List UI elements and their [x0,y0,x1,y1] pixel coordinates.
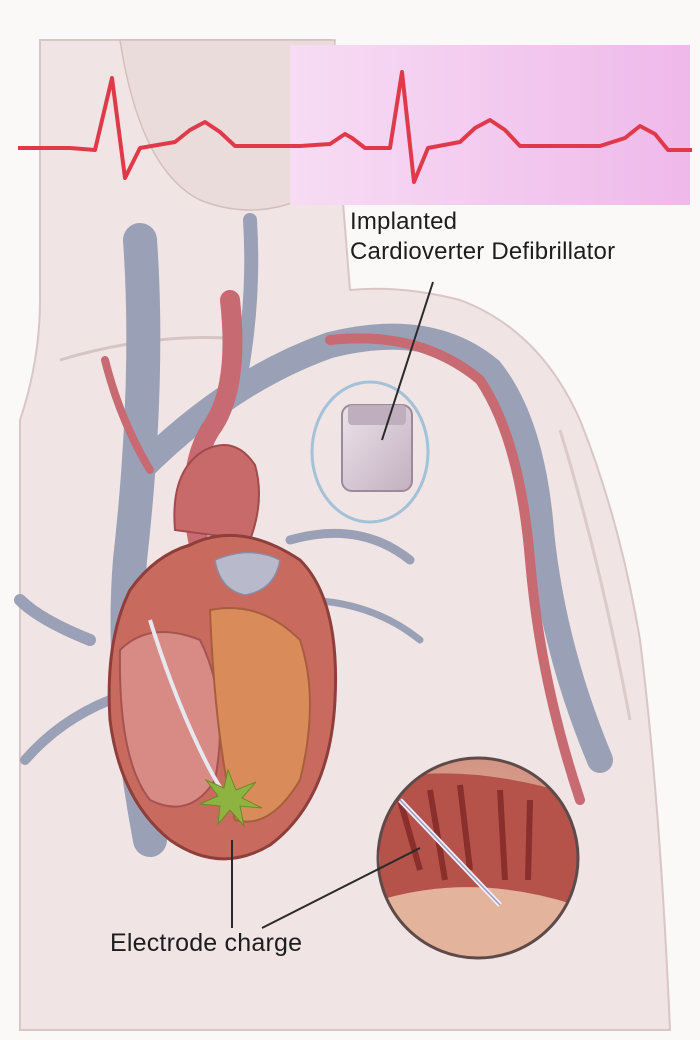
electrode-label: Electrode charge [110,929,303,957]
heart [107,444,338,861]
ecg-strip [18,45,692,205]
ecg-trace-icon [18,70,692,184]
icd-leader-line [381,281,434,441]
icd-label-line2: Cardioverter Defibrillator [350,238,616,265]
leader-lines [231,281,434,929]
icd-label-line1: Implanted [350,208,458,235]
icd-label: Implanted Cardioverter Defibrillator [350,207,615,267]
electrode-spark-icon [198,768,263,828]
icd-device-icon [310,380,430,524]
inset-leader-line [261,847,421,929]
ecg-panel [290,45,690,205]
